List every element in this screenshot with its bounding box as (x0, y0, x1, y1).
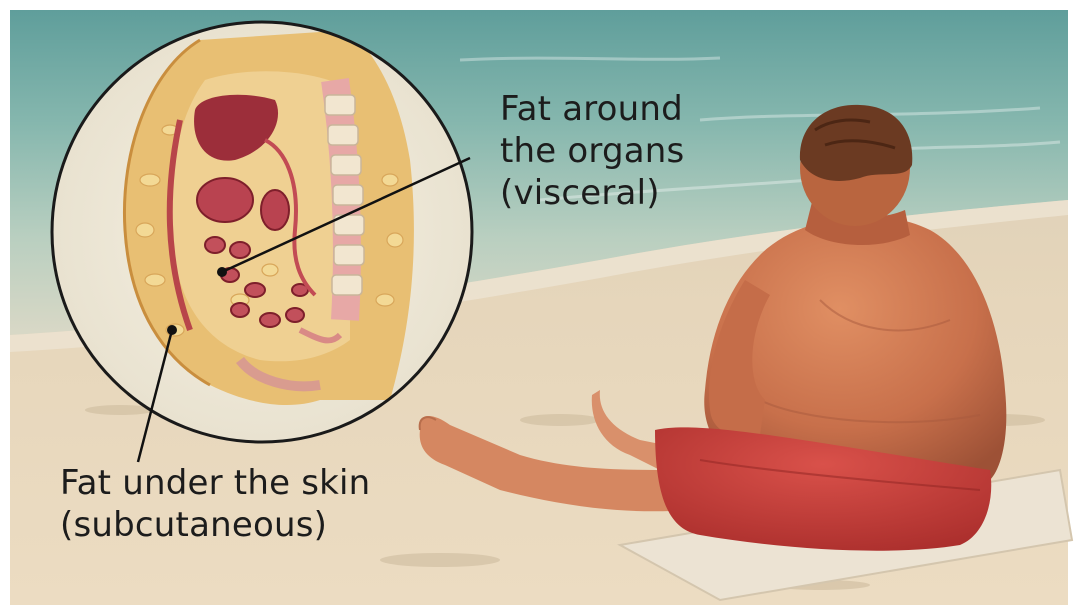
subcutaneous-fat-label: Fat under the skin (subcutaneous) (60, 462, 370, 546)
visceral-fat-label: Fat around the organs (visceral) (500, 88, 684, 214)
visceral-fat-label-line-3: (visceral) (500, 172, 684, 214)
visceral-fat-label-line-2: the organs (500, 130, 684, 172)
subcutaneous-fat-label-line-1: Fat under the skin (60, 462, 370, 504)
visceral-fat-label-line-1: Fat around (500, 88, 684, 130)
subcutaneous-fat-label-line-2: (subcutaneous) (60, 504, 370, 546)
abdomen-cross-section-inset (52, 22, 472, 442)
